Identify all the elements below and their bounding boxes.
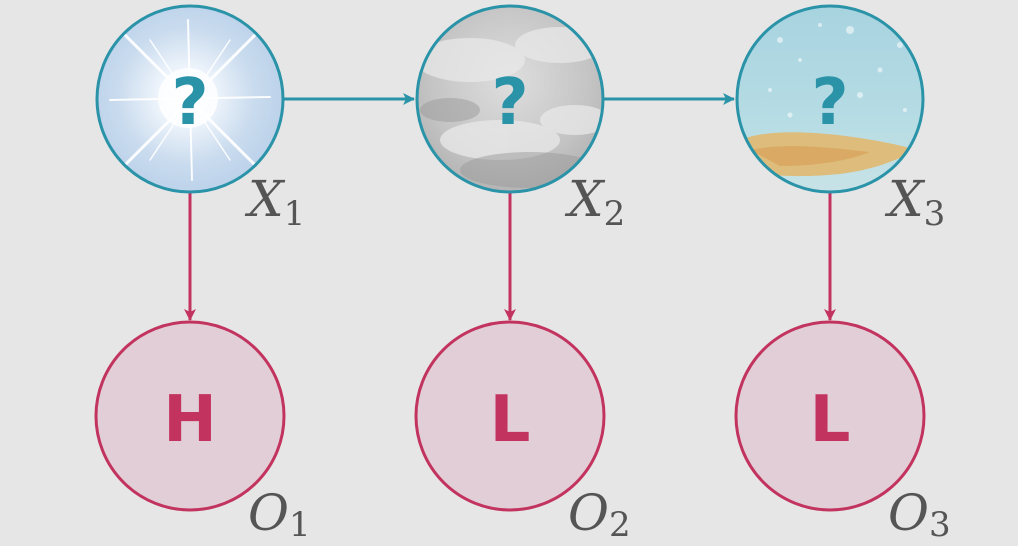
cloudy-sky-image <box>417 6 603 192</box>
hidden-state-mark-1: ? <box>171 66 208 140</box>
hidden-state-label-3: X3 <box>884 170 945 234</box>
hidden-state-label-1: X1 <box>244 170 305 234</box>
hidden-state-node-2: ? <box>415 4 605 194</box>
hidden-state-mark-3: ? <box>811 66 848 140</box>
hidden-state-mark-2: ? <box>491 66 528 140</box>
hidden-state-node-1: ? <box>95 4 285 194</box>
observation-node-1: H <box>94 320 286 512</box>
sunny-sky-image <box>97 6 283 192</box>
hidden-state-label-2: X2 <box>564 170 625 234</box>
observation-node-2: L <box>414 320 606 512</box>
observation-label-2: O2 <box>568 484 631 545</box>
observation-node-3: L <box>734 320 926 512</box>
observation-mark-3: L <box>810 383 851 457</box>
hidden-state-node-3: ? <box>735 4 925 194</box>
rainy-water-image <box>737 6 923 192</box>
observation-label-3: O3 <box>888 484 951 545</box>
observation-mark-2: L <box>490 383 531 457</box>
observation-mark-1: H <box>163 383 217 457</box>
observation-label-1: O1 <box>248 484 311 545</box>
